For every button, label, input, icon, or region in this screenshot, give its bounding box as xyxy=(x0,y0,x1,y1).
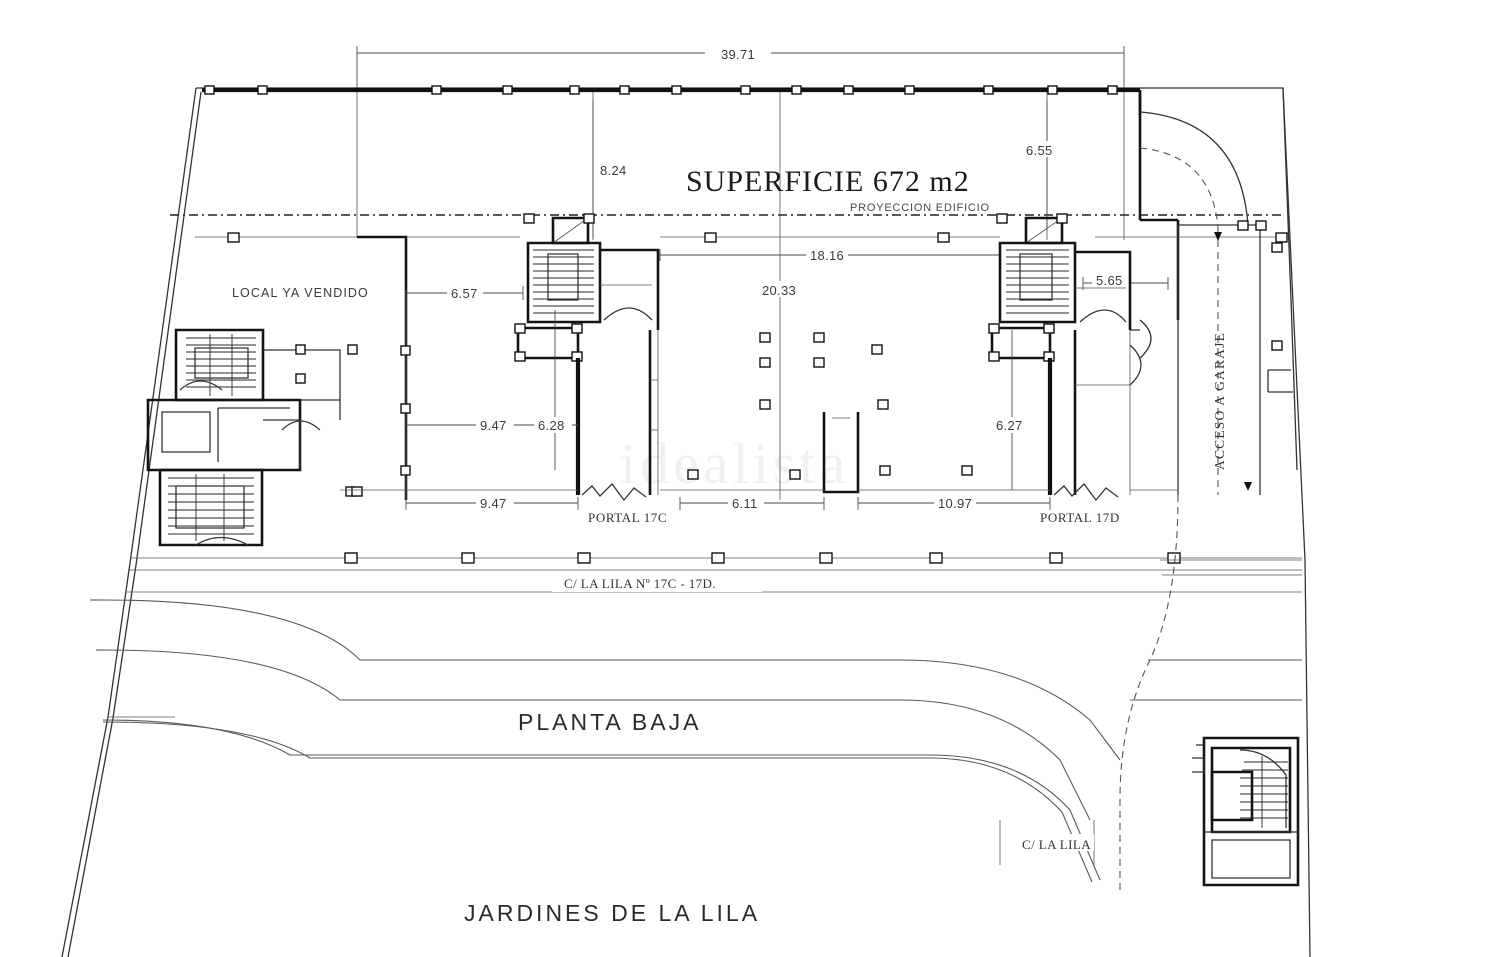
sold-unit-label: LOCAL YA VENDIDO xyxy=(232,286,369,300)
top-wall-openings xyxy=(204,85,1118,95)
dim-label-565: 5.65 xyxy=(1096,273,1123,288)
side-street-group: C/ LA LILA xyxy=(999,820,1095,865)
dim-label-655: 6.55 xyxy=(1026,143,1053,158)
portal-17c-label: PORTAL 17C xyxy=(588,510,667,525)
dim-label-611: 6.11 xyxy=(732,496,758,511)
dim-label-657: 6.57 xyxy=(451,286,478,301)
projection-label: PROYECCION EDIFICIO xyxy=(850,202,990,214)
stair-treads-left-lower xyxy=(168,474,254,541)
annex-building xyxy=(1192,736,1300,887)
dimension-1816: 18.16 xyxy=(659,247,1001,263)
dim-label-1816: 18.16 xyxy=(810,248,844,263)
dim-label-2033: 20.33 xyxy=(762,283,796,298)
dimension-627: 6.27 xyxy=(992,330,1030,490)
right-street-centerline xyxy=(1119,494,1302,890)
portal-17d-label: PORTAL 17D xyxy=(1040,510,1120,525)
left-unit-structure xyxy=(146,235,411,547)
dim-label-627: 6.27 xyxy=(996,418,1023,433)
dimension-row-lower: 9.47 6.11 10.97 xyxy=(405,495,1051,511)
portal-17c-core xyxy=(514,213,660,495)
dimension-824: 8.24 xyxy=(592,100,632,238)
dimension-top-overall: 39.71 xyxy=(356,45,1125,92)
stair-treads-left-upper xyxy=(186,334,256,396)
stair-treads-17c xyxy=(533,249,594,314)
facade-street-line xyxy=(340,483,1178,502)
road-curves xyxy=(90,599,1121,883)
portal-17d-core xyxy=(988,213,1142,495)
main-street-label: C/ LA LILA Nº 17C - 17D. xyxy=(564,576,716,591)
site-boundary xyxy=(61,87,1311,957)
dim-label-1097: 10.97 xyxy=(938,496,972,511)
page-title: SUPERFICIE 672 m2 xyxy=(686,165,970,198)
dimension-565: 5.65 xyxy=(1082,272,1169,290)
garage-access-label: ACCESO A GARAJE xyxy=(1212,332,1227,470)
dim-label-824: 8.24 xyxy=(600,163,627,178)
dimension-row-upper: 9.47 6.28 xyxy=(405,310,578,470)
stair-treads-17d xyxy=(1006,249,1069,314)
garage-ramp xyxy=(1130,90,1293,495)
dim-label-3971: 39.71 xyxy=(721,47,755,62)
building-projection-line: PROYECCION EDIFICIO xyxy=(170,202,1285,216)
central-interior xyxy=(351,332,973,497)
dimension-657: 6.57 xyxy=(405,285,524,301)
floor-level-label: PLANTA BAJA xyxy=(518,709,701,735)
dimension-2033: 20.33 xyxy=(758,281,802,298)
annex-stair-treads xyxy=(1240,756,1288,828)
dim-label-628: 6.28 xyxy=(538,418,565,433)
garden-label: JARDINES DE LA LILA xyxy=(464,900,760,926)
dim-label-947-upper: 9.47 xyxy=(480,418,507,433)
dimension-655: 6.55 xyxy=(1022,100,1062,230)
side-street-label: C/ LA LILA xyxy=(1022,837,1091,852)
sidewalk-band: C/ LA LILA Nº 17C - 17D. xyxy=(126,552,1302,593)
dim-label-947-lower: 9.47 xyxy=(480,496,507,511)
